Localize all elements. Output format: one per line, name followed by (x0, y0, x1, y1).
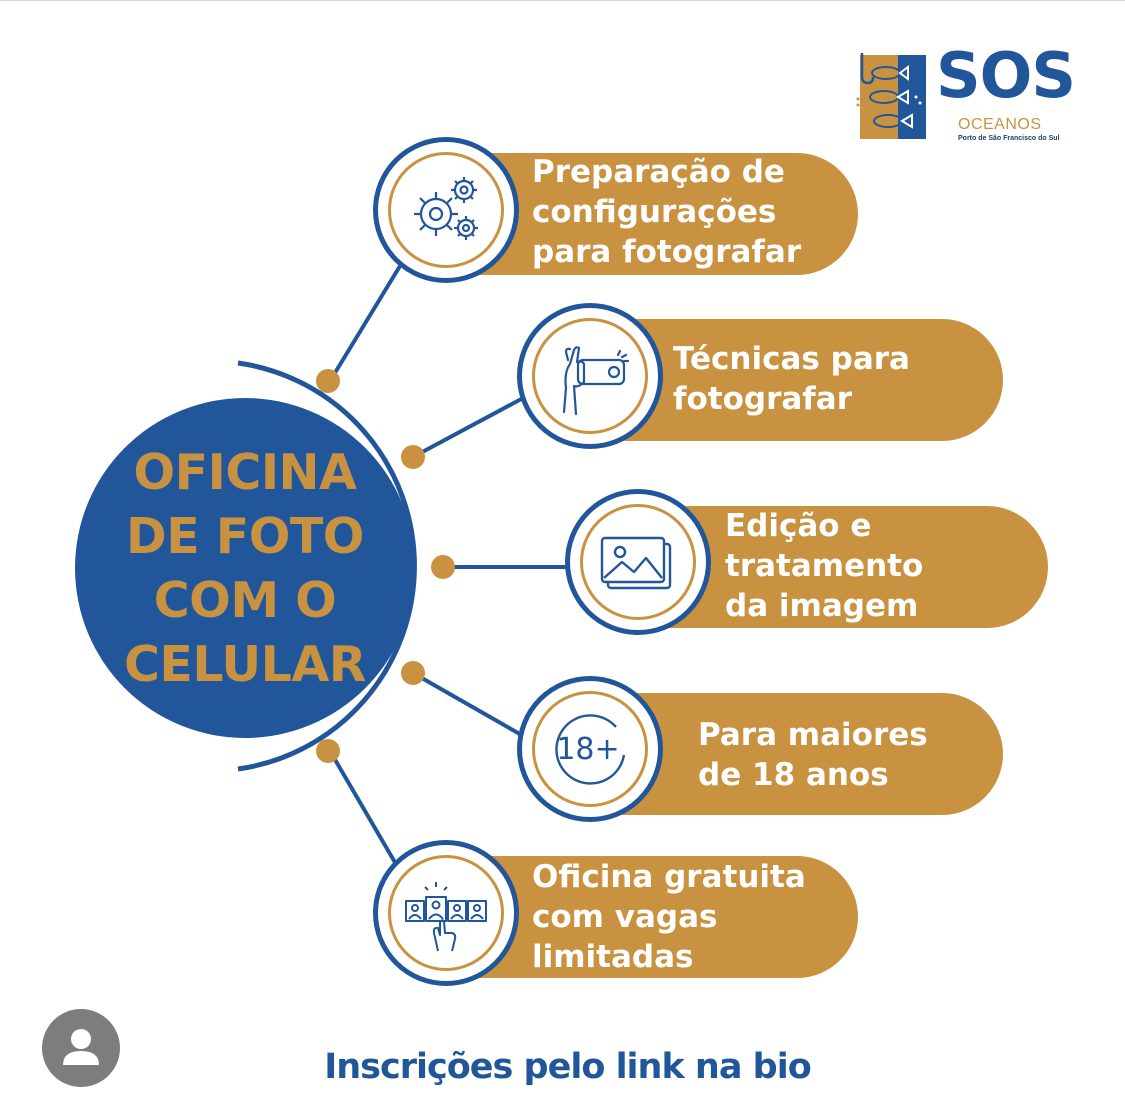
item-line: Oficina gratuita (532, 859, 806, 895)
item-line: para fotografar (532, 234, 802, 270)
gears-icon (414, 177, 478, 240)
connector-dot-4 (401, 661, 425, 685)
item-line: com vagas (532, 899, 718, 935)
main-title: OFICINA DE FOTO COM O CELULAR (85, 441, 405, 697)
icon-disc (532, 318, 648, 434)
item-text-1: Preparação de configurações para fotogra… (532, 152, 801, 272)
main-title-line: OFICINA (133, 444, 357, 501)
connector-line-4 (412, 671, 526, 739)
item-line: fotografar (673, 381, 852, 417)
logo-title: SOS (936, 39, 1076, 112)
item-icon-ring-2 (517, 303, 663, 449)
main-title-line: DE FOTO (126, 508, 364, 565)
item-text-2: Técnicas para fotografar (673, 339, 910, 419)
icon-disc (388, 152, 504, 268)
item-icon-ring-4: 18+ (517, 676, 663, 822)
image-gallery-icon (600, 536, 672, 590)
item-icon-ring-1 (373, 137, 519, 283)
main-title-line: CELULAR (123, 636, 367, 693)
user-avatar-icon (63, 1029, 99, 1065)
item-line: configurações (532, 194, 777, 230)
item-line: Para maiores (698, 717, 928, 753)
item-text-4: Para maiores de 18 anos (698, 715, 928, 795)
item-line: da imagem (725, 588, 919, 624)
item-line: Edição e (725, 508, 872, 544)
select-person-icon (405, 882, 487, 952)
main-title-line: COM O (153, 572, 337, 629)
logo-location: Porto de São Francisco do Sul (958, 135, 1060, 142)
icon-disc (532, 691, 648, 807)
item-icon-ring-5 (373, 840, 519, 986)
connector-line-5 (328, 749, 402, 873)
profile-avatar[interactable] (42, 1009, 120, 1087)
item-line: limitadas (532, 939, 694, 975)
item-line: de 18 anos (698, 757, 889, 793)
item-line: Técnicas para (673, 341, 910, 377)
sos-oceanos-logo: SOS OCEANOS Porto de São Francisco do Su… (842, 39, 1087, 143)
item-icon-ring-3 (565, 489, 711, 635)
hand-phone-icon (562, 346, 630, 416)
logo-subtitle: OCEANOS (958, 116, 1042, 133)
main-circle (75, 398, 415, 738)
item-text-3: Edição e tratamento da imagem (725, 506, 923, 626)
footer-cta: Inscrições pelo link na bio (0, 1047, 1125, 1087)
connector-line-1 (328, 264, 402, 383)
item-line: tratamento (725, 548, 924, 584)
fish-hook-logo-icon (856, 53, 926, 139)
connector-dot-3 (431, 555, 455, 579)
connector-line-2 (412, 395, 526, 459)
item-text-5: Oficina gratuita com vagas limitadas (532, 857, 806, 977)
connector-dot-1 (316, 369, 340, 393)
item-line: Preparação de (532, 154, 785, 190)
age-18-plus-icon: 18+ (555, 714, 626, 785)
connector-dot-2 (401, 445, 425, 469)
connector-dot-5 (316, 739, 340, 763)
footer-text: Inscrições pelo link na bio (324, 1047, 812, 1087)
age-badge-text: 18+ (556, 732, 619, 767)
